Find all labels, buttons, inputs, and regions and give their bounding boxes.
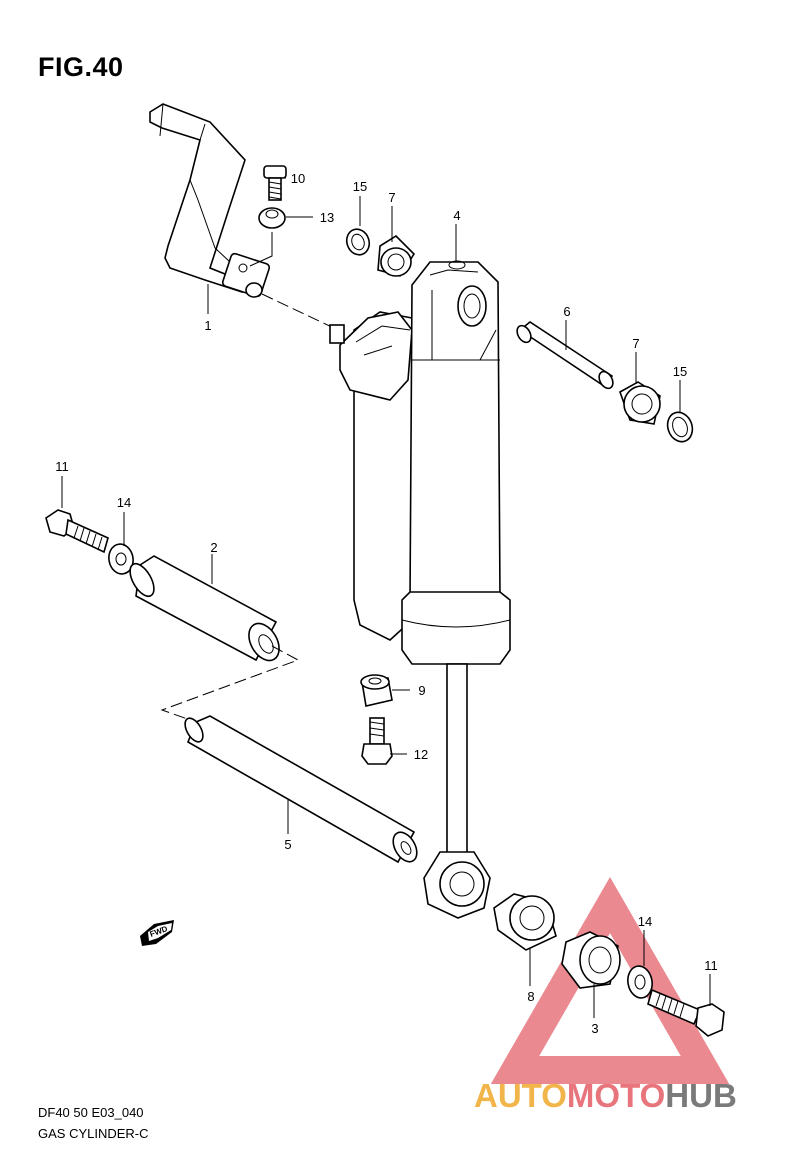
callout-15b: 15 [673, 364, 687, 379]
watermark-hub: HUB [665, 1077, 737, 1114]
callout-6: 6 [563, 304, 570, 319]
callout-10: 10 [291, 171, 305, 186]
figure-code: DF40 50 E03_040 [38, 1105, 144, 1120]
alignment-line [160, 645, 300, 723]
part-gas-cylinder[interactable] [329, 260, 511, 919]
figure-title: FIG.40 [38, 52, 124, 82]
callout-1: 1 [204, 318, 211, 333]
part-snap-ring-15a[interactable] [343, 226, 373, 258]
watermark-triangle [490, 876, 730, 1084]
callout-3: 3 [591, 1021, 598, 1036]
figure-name: GAS CYLINDER-C [38, 1126, 149, 1141]
callout-7b: 7 [632, 336, 639, 351]
part-spacer-2[interactable] [125, 555, 285, 666]
part-bushing-7a[interactable] [377, 234, 416, 277]
fwd-arrow-icon: FWD [140, 920, 174, 946]
callout-11a: 11 [55, 459, 69, 474]
part-bushing-8[interactable] [493, 893, 557, 951]
part-nut-13[interactable] [258, 207, 286, 229]
part-shaft-5[interactable] [181, 715, 421, 866]
watermark-logo: AUTOMOTOHUB [474, 1077, 737, 1115]
callout-8: 8 [527, 989, 534, 1004]
callout-9: 9 [418, 683, 425, 698]
part-bolt-12[interactable] [361, 717, 393, 765]
callout-12: 12 [414, 747, 428, 762]
alignment-line [249, 232, 273, 267]
part-collar-3[interactable] [561, 931, 621, 989]
part-bracket[interactable] [149, 103, 271, 298]
part-bolt-11a[interactable] [45, 509, 109, 554]
part-bolt-10[interactable] [263, 165, 287, 201]
leader-lines [61, 177, 711, 1018]
part-bushing-7b[interactable] [619, 381, 661, 425]
part-washer-14a[interactable] [107, 542, 136, 576]
callout-2: 2 [210, 540, 217, 555]
part-pin-6[interactable] [514, 321, 615, 391]
part-snap-ring-15b[interactable] [664, 409, 697, 445]
callout-15a: 15 [353, 179, 367, 194]
part-bolt-11b[interactable] [647, 988, 725, 1037]
part-collar-9[interactable] [360, 674, 393, 707]
watermark-moto: MOTO [566, 1077, 666, 1114]
alignment-line [261, 293, 339, 331]
callout-7a: 7 [388, 190, 395, 205]
callout-14a: 14 [117, 495, 131, 510]
callout-5: 5 [284, 837, 291, 852]
callout-11b: 11 [704, 958, 718, 973]
watermark-auto: AUTO [474, 1077, 567, 1114]
callout-13: 13 [320, 210, 334, 225]
callout-labels: 1 2 3 4 5 6 7 7 8 9 10 11 11 12 13 14 14… [55, 171, 718, 1036]
part-washer-14b[interactable] [625, 964, 654, 1000]
callout-14b: 14 [638, 914, 652, 929]
callout-4: 4 [453, 208, 460, 223]
